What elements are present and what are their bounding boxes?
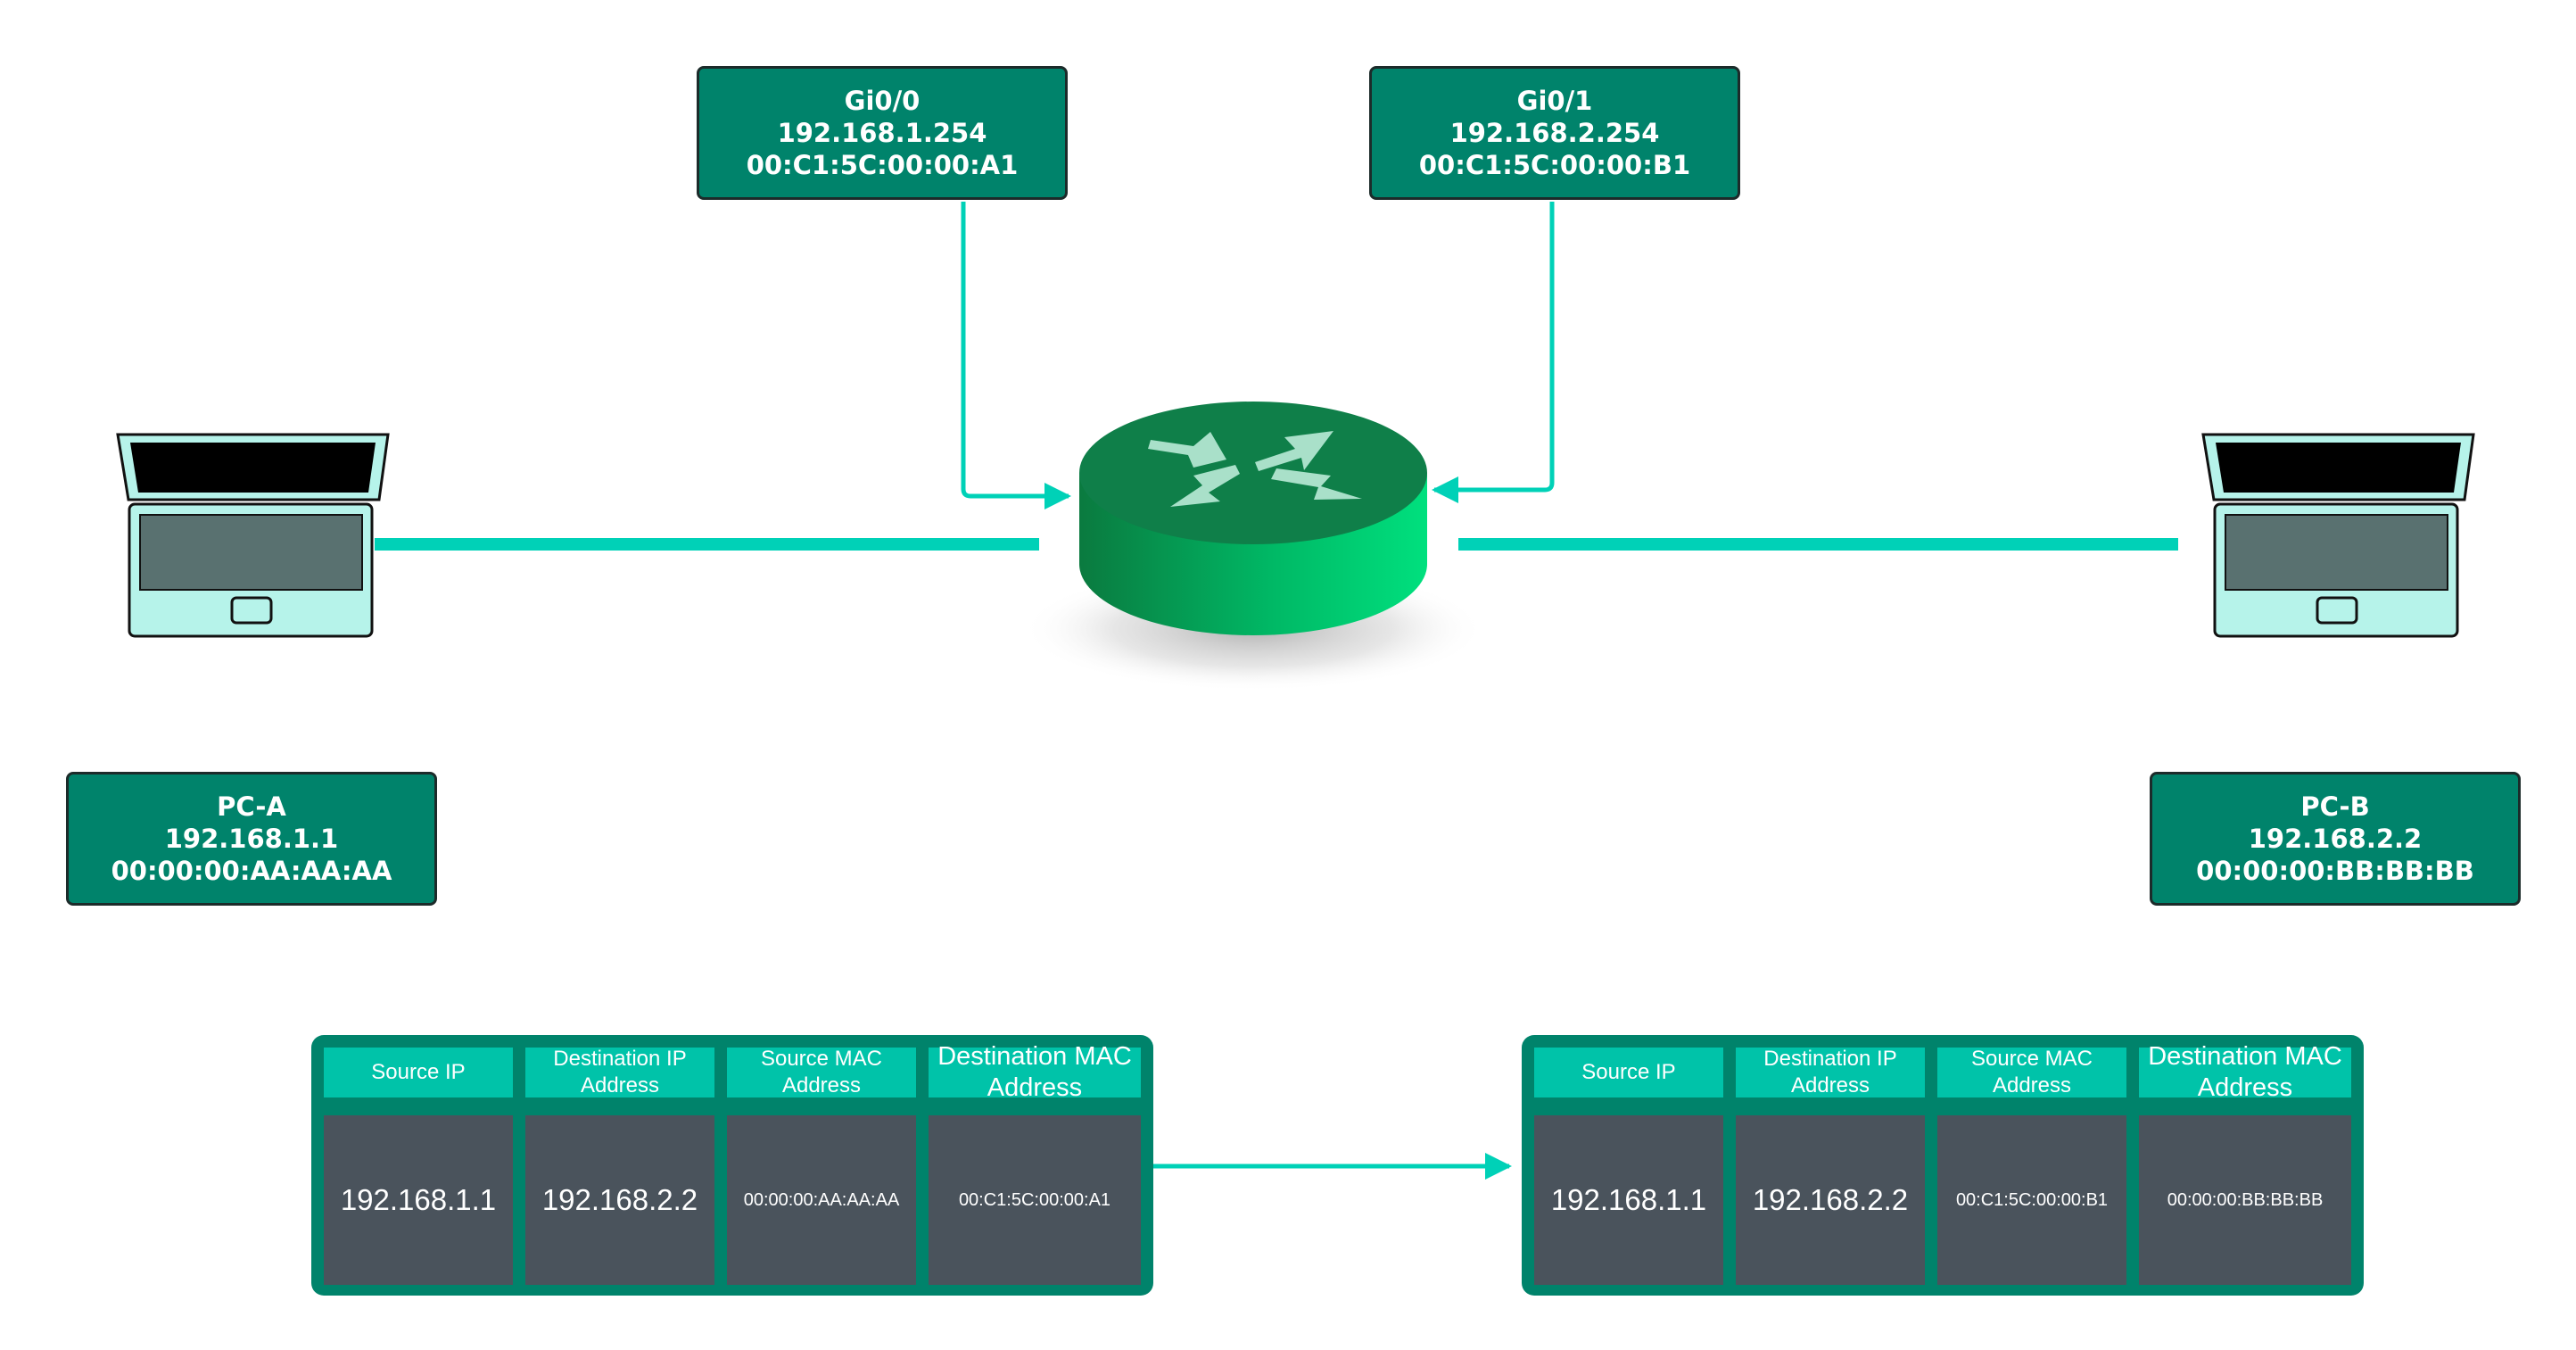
- interface-gi01-label: Gi0/1 192.168.2.254 00:C1:5C:00:00:B1: [1369, 66, 1740, 200]
- laptop-icon-pc-a: [116, 433, 390, 638]
- column-header: Source IP: [1534, 1048, 1723, 1097]
- column-source-mac: Source MAC Address 00:C1:5C:00:00:B1: [1937, 1047, 2126, 1285]
- router-arrows-icon: [1148, 431, 1362, 507]
- column-destination-mac: Destination MAC Address 00:00:00:BB:BB:B…: [2139, 1042, 2351, 1285]
- column-source-mac: Source MAC Address 00:00:00:AA:AA:AA: [727, 1047, 916, 1285]
- host-mac: 00:00:00:BB:BB:BB: [2196, 856, 2474, 886]
- column-header: Destination IP Address: [525, 1047, 714, 1097]
- cell-value: 00:00:00:BB:BB:BB: [2139, 1115, 2351, 1285]
- column-header: Source MAC Address: [727, 1047, 916, 1097]
- column-destination-ip: Destination IP Address 192.168.2.2: [525, 1047, 714, 1285]
- column-source-ip: Source IP 192.168.1.1: [324, 1048, 513, 1285]
- gi00-leader-arrow: [961, 202, 1071, 509]
- column-header: Destination MAC Address: [929, 1042, 1141, 1102]
- interface-ip: 192.168.1.254: [777, 118, 987, 148]
- interface-name: Gi0/1: [1516, 86, 1593, 116]
- host-ip: 192.168.1.1: [164, 824, 339, 854]
- column-destination-mac: Destination MAC Address 00:C1:5C:00:00:A…: [929, 1042, 1141, 1285]
- cell-value: 00:C1:5C:00:00:A1: [929, 1115, 1141, 1285]
- interface-name: Gi0/0: [844, 86, 921, 116]
- interface-mac: 00:C1:5C:00:00:B1: [1418, 150, 1691, 180]
- laptop-icon-pc-b: [2201, 433, 2475, 638]
- router-top: [1079, 402, 1427, 544]
- cell-value: 00:C1:5C:00:00:B1: [1937, 1115, 2126, 1285]
- column-header: Destination IP Address: [1736, 1047, 1925, 1097]
- column-header: Destination MAC Address: [2139, 1042, 2351, 1102]
- column-destination-ip: Destination IP Address 192.168.2.2: [1736, 1047, 1925, 1285]
- host-ip: 192.168.2.2: [2248, 824, 2423, 854]
- column-header: Source MAC Address: [1937, 1047, 2126, 1097]
- router-icon: [1021, 402, 1485, 692]
- cell-value: 192.168.1.1: [1534, 1115, 1723, 1285]
- frame-table-before: Source IP 192.168.1.1 Destination IP Add…: [311, 1035, 1153, 1296]
- interface-ip: 192.168.2.254: [1449, 118, 1660, 148]
- host-name: PC-A: [217, 791, 286, 822]
- cell-value: 192.168.2.2: [1736, 1115, 1925, 1285]
- frame-table-after: Source IP 192.168.1.1 Destination IP Add…: [1522, 1035, 2364, 1296]
- host-name: PC-B: [2300, 791, 2370, 822]
- host-mac: 00:00:00:AA:AA:AA: [111, 856, 392, 886]
- cell-value: 192.168.2.2: [525, 1115, 714, 1285]
- host-pc-b-label: PC-B 192.168.2.2 00:00:00:BB:BB:BB: [2150, 772, 2521, 906]
- cell-value: 192.168.1.1: [324, 1115, 513, 1285]
- host-pc-a-label: PC-A 192.168.1.1 00:00:00:AA:AA:AA: [66, 772, 437, 906]
- gi01-leader-arrow: [1432, 202, 1555, 503]
- interface-mac: 00:C1:5C:00:00:A1: [746, 150, 1019, 180]
- interface-gi00-label: Gi0/0 192.168.1.254 00:C1:5C:00:00:A1: [697, 66, 1068, 200]
- cell-value: 00:00:00:AA:AA:AA: [727, 1115, 916, 1285]
- column-source-ip: Source IP 192.168.1.1: [1534, 1048, 1723, 1285]
- column-header: Source IP: [324, 1048, 513, 1097]
